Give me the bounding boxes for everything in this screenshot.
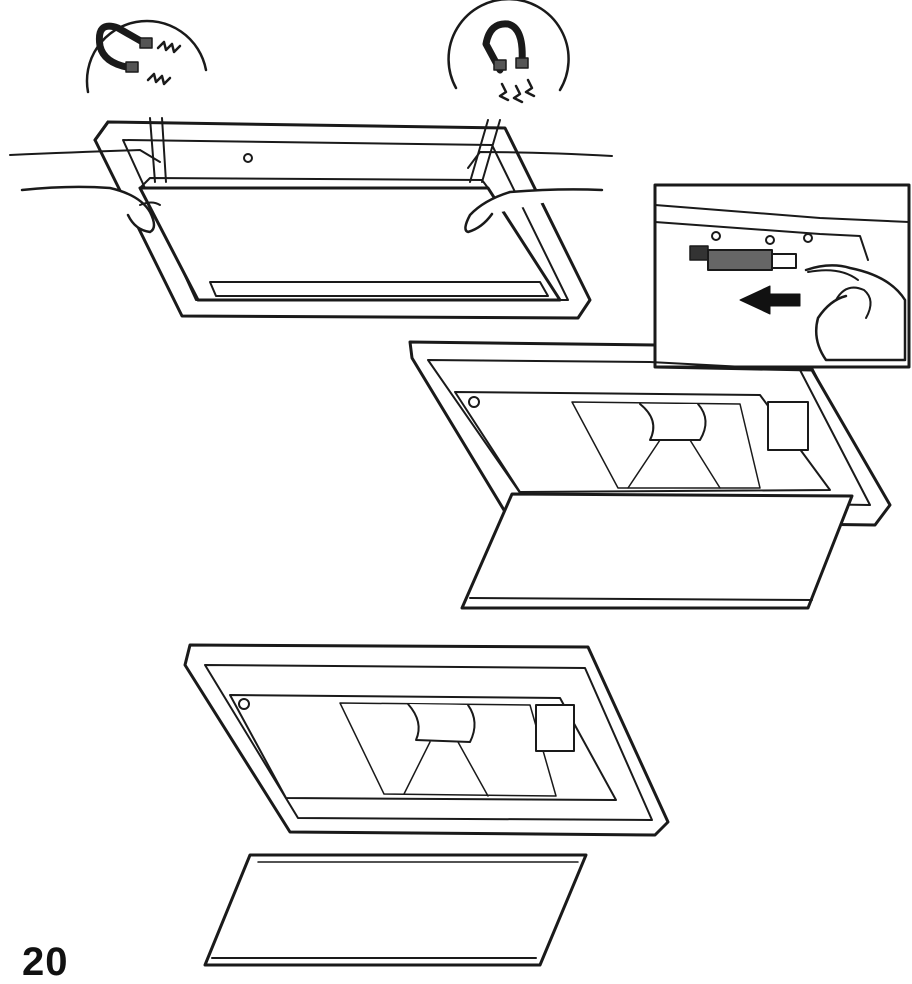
step-3-figure [185, 645, 668, 965]
hood-frame-bottom [185, 645, 668, 835]
page-number: 20 [22, 942, 69, 982]
magnet-icon [99, 26, 152, 72]
filter-panel-bottom [205, 855, 586, 965]
filter-panel-middle [462, 494, 852, 608]
connector-inset [655, 185, 909, 367]
magnet-icon [486, 24, 528, 70]
step-1-figure [10, 0, 612, 318]
